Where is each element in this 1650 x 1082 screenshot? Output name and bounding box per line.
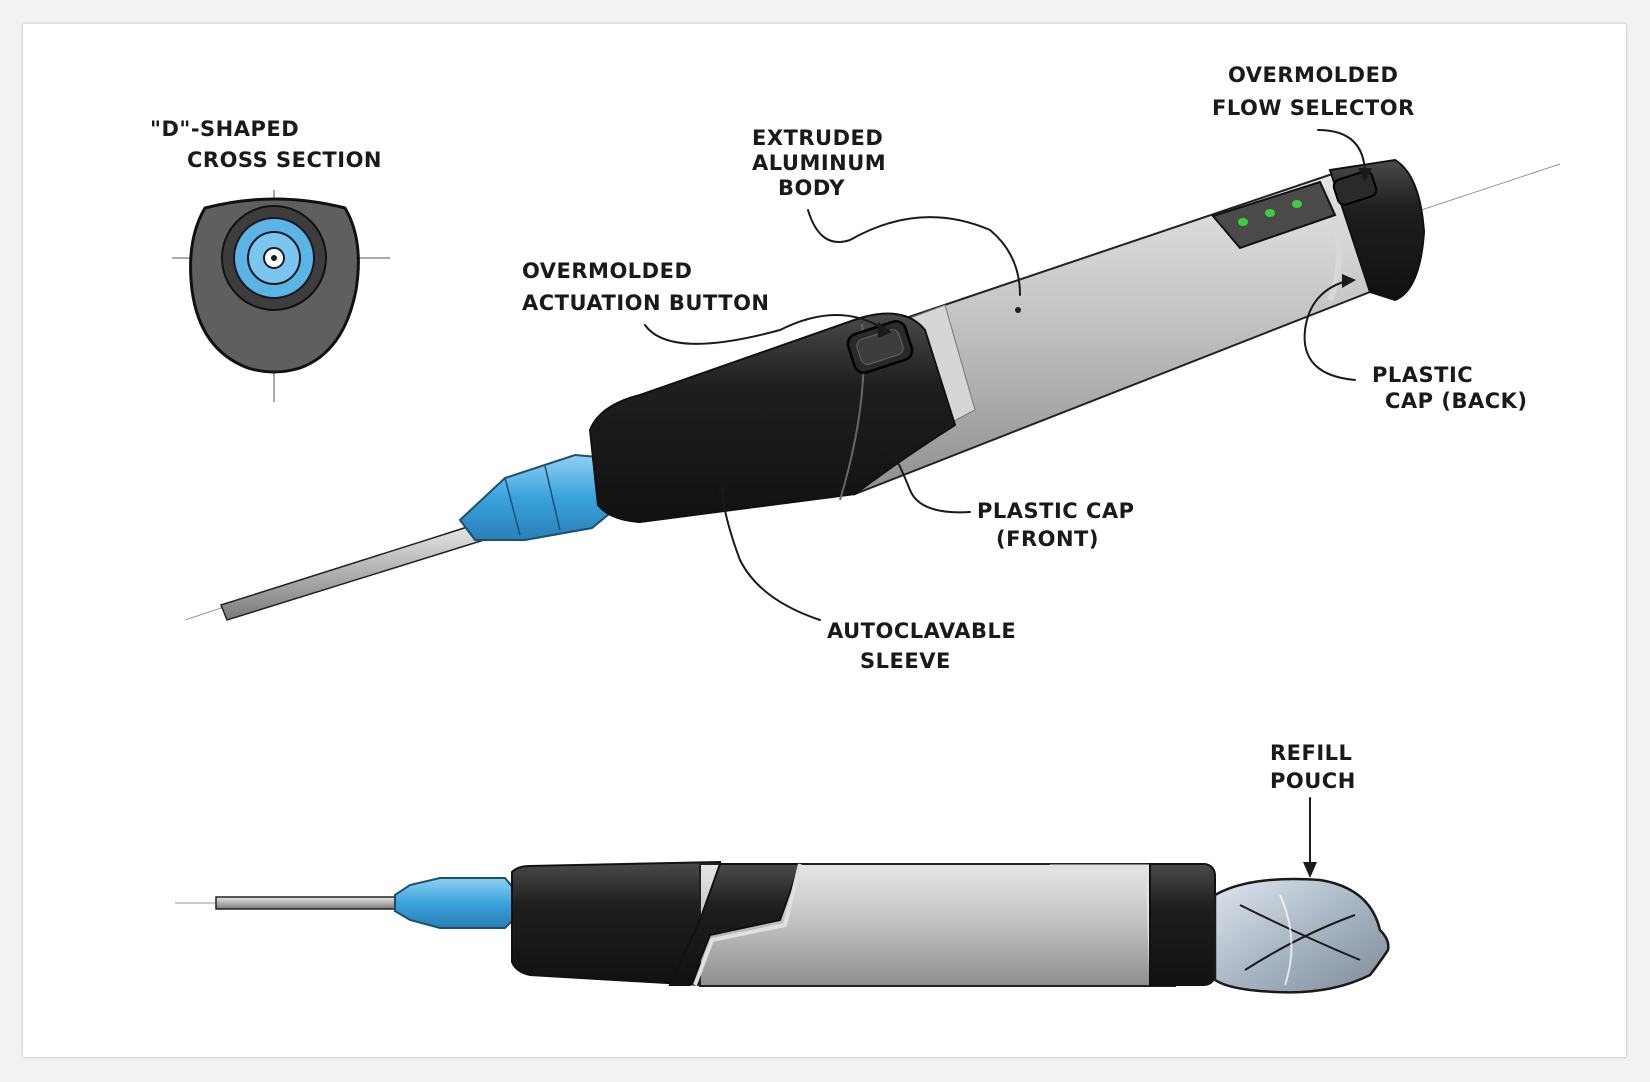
label-front: (FRONT) — [996, 527, 1099, 551]
indicator-led — [1238, 218, 1248, 226]
label-refill: REFILL — [1270, 741, 1352, 765]
label-cap-back: CAP (BACK) — [1385, 389, 1528, 413]
label-plastic-back: PLASTIC — [1372, 363, 1473, 387]
needle — [220, 523, 486, 621]
needle-hub — [394, 877, 516, 929]
label-body: BODY — [778, 176, 845, 200]
indicator-led — [1292, 200, 1302, 208]
indicator-led — [1265, 209, 1275, 217]
label-pouch: POUCH — [1270, 769, 1356, 793]
pen-perspective-view — [184, 158, 1561, 621]
cross-section-view — [172, 190, 390, 402]
label-plastic-cap-front: PLASTIC CAP — [977, 499, 1135, 523]
label-overmolded-flow: OVERMOLDED — [1228, 63, 1398, 87]
label-autoclavable: AUTOCLAVABLE — [827, 619, 1016, 643]
leader-lines — [644, 129, 1372, 878]
label-d-shaped: "D"-SHAPED — [150, 117, 299, 141]
label-actuation-button: ACTUATION BUTTON — [522, 291, 770, 315]
plastic-cap-back — [1149, 863, 1216, 986]
refill-pouch — [1213, 877, 1390, 994]
needle — [215, 896, 397, 910]
label-flow-selector: FLOW SELECTOR — [1212, 96, 1415, 120]
callout-labels: "D"-SHAPED CROSS SECTION EXTRUDED ALUMIN… — [150, 63, 1528, 793]
pen-side-view — [175, 860, 1390, 994]
label-sleeve: SLEEVE — [860, 649, 951, 673]
label-aluminum: ALUMINUM — [752, 151, 886, 175]
label-overmolded-actuation: OVERMOLDED — [522, 259, 692, 283]
label-cross-section: CROSS SECTION — [187, 148, 382, 172]
label-extruded: EXTRUDED — [752, 126, 883, 150]
